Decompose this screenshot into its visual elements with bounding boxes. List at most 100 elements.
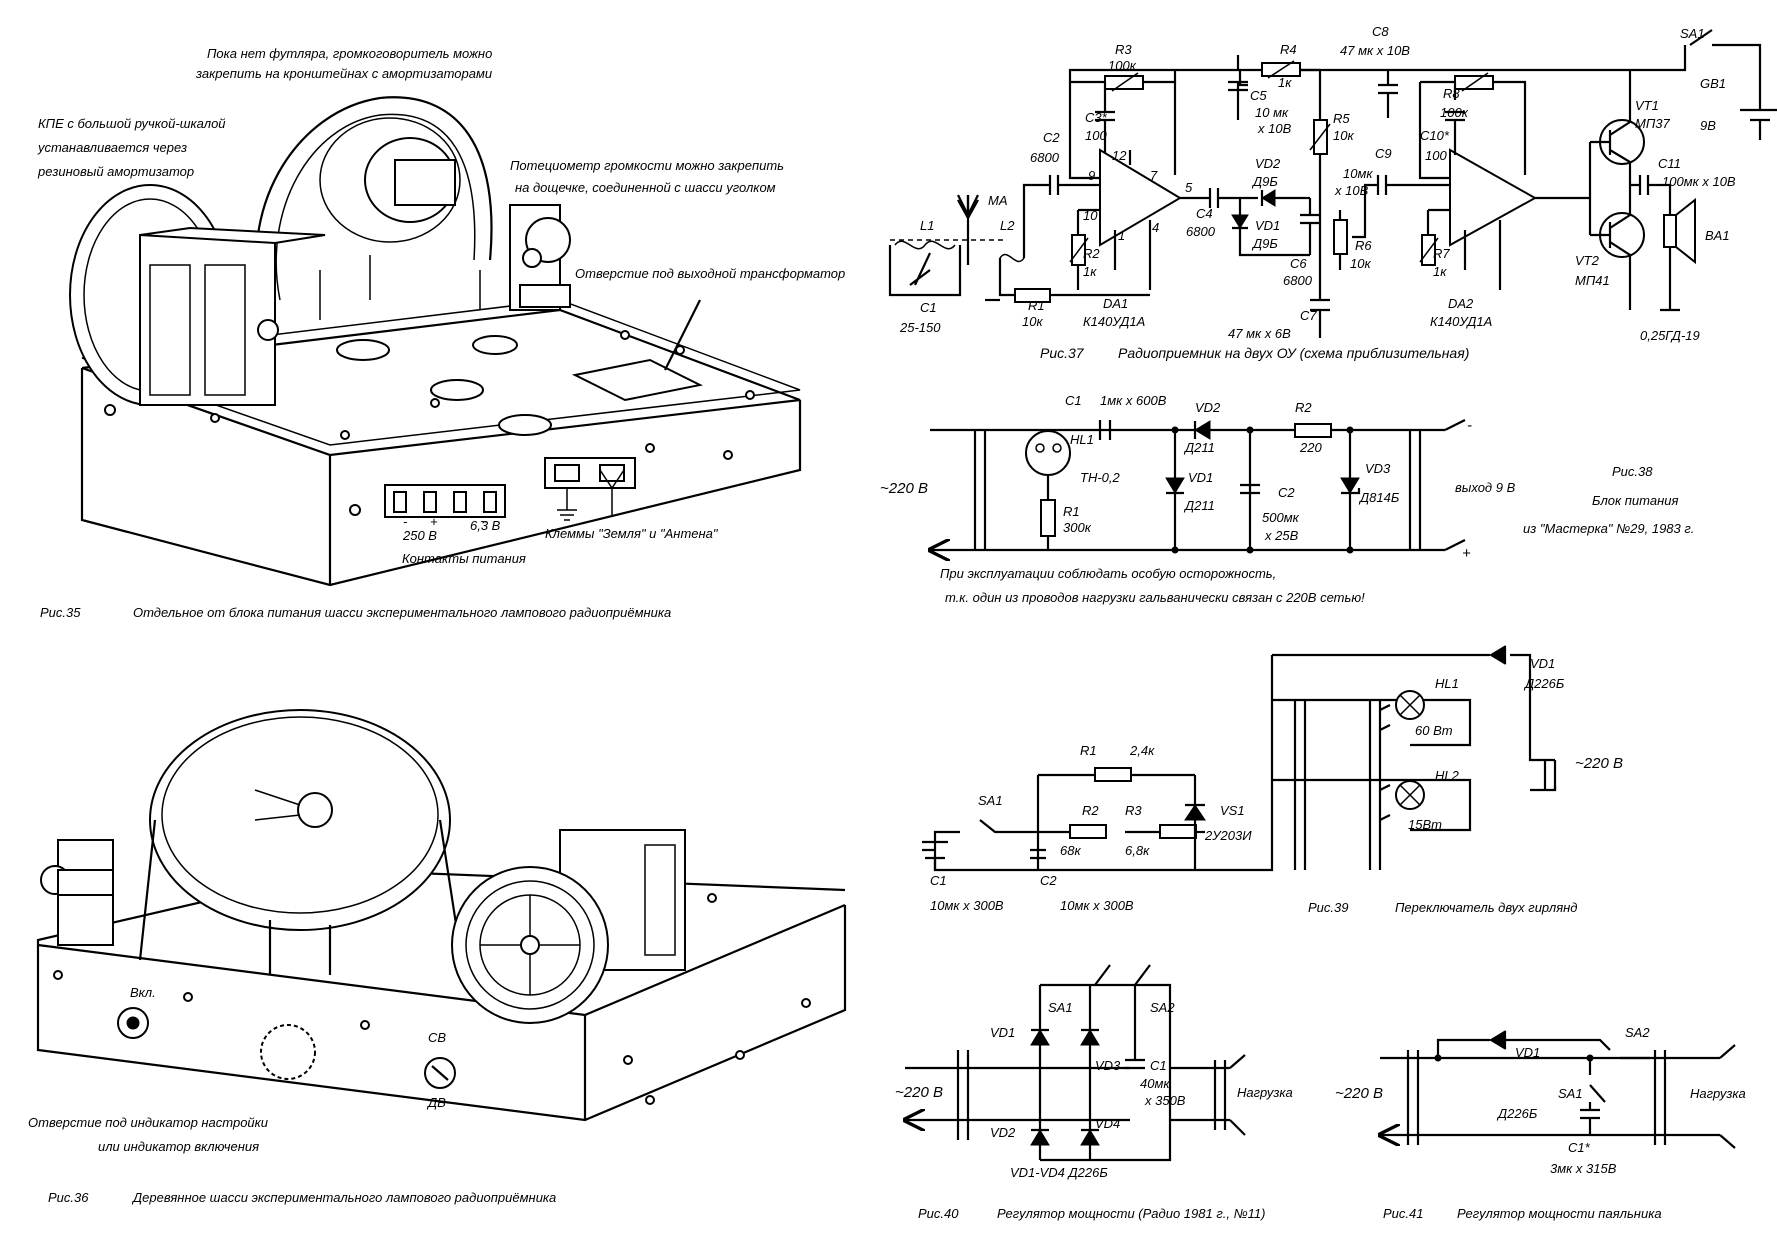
svg-text:-: -: [1467, 417, 1472, 434]
svg-text:VD1: VD1: [1255, 218, 1280, 233]
svg-text:L1: L1: [920, 218, 934, 233]
fig38-hl1: [1025, 430, 1071, 476]
fig35-note-pot-1: Потециометр громкости можно закрепить: [510, 158, 784, 173]
svg-text:x 350В: x 350В: [1144, 1093, 1186, 1108]
svg-text:9: 9: [1088, 168, 1095, 183]
svg-text:100: 100: [1085, 128, 1107, 143]
svg-text:10к: 10к: [1022, 314, 1043, 329]
svg-text:L2: L2: [1000, 218, 1015, 233]
fig37-l1: [894, 240, 956, 250]
svg-text:VD3: VD3: [1365, 461, 1391, 476]
fig35-tilde: ~: [480, 514, 488, 529]
svg-text:DA1: DA1: [1103, 296, 1128, 311]
fig35-note-speaker-1: Пока нет футляра, громкоговоритель можно: [207, 46, 492, 61]
svg-text:R5: R5: [1333, 111, 1350, 126]
svg-text:VD2: VD2: [1195, 400, 1221, 415]
svg-text:VD3: VD3: [1095, 1058, 1121, 1073]
svg-text:10мк x 300В: 10мк x 300В: [930, 898, 1004, 913]
svg-text:15Вт: 15Вт: [1408, 817, 1442, 832]
svg-text:VD2: VD2: [990, 1125, 1016, 1140]
svg-text:Регулятор мощности (Радио 1981: Регулятор мощности (Радио 1981 г., №11): [997, 1206, 1265, 1221]
fig39-r3: [1159, 824, 1197, 839]
svg-text:R7: R7: [1433, 246, 1450, 261]
svg-text:VD1: VD1: [1515, 1045, 1540, 1060]
fig35-note-kpe-2: устанавливается через: [37, 140, 187, 155]
fig38-r2: [1294, 423, 1332, 438]
fig37-antenna: [957, 194, 979, 218]
svg-text:6800: 6800: [1186, 224, 1216, 239]
fig36-drawing: [36, 709, 847, 1122]
svg-text:VT1: VT1: [1635, 98, 1659, 113]
svg-text:Переключатель двух гирлянд: Переключатель двух гирлянд: [1395, 900, 1578, 915]
svg-text:C1*: C1*: [1568, 1140, 1591, 1155]
svg-text:Д814Б: Д814Б: [1358, 490, 1400, 505]
fig38-labels: C1 1мк x 600В VD2 Д211 R2 220 HL1 ТН-0,2…: [880, 393, 1694, 605]
svg-text:SA1: SA1: [1558, 1086, 1583, 1101]
fig35-note-speaker-2: закрепить на кронштейнах с амортизаторам…: [195, 66, 492, 81]
svg-text:R6: R6: [1355, 238, 1372, 253]
fig37-da2: [1449, 148, 1538, 247]
svg-text:R1: R1: [1063, 504, 1080, 519]
svg-text:1к: 1к: [1433, 264, 1447, 279]
fig37-l2: [999, 253, 1025, 263]
svg-text:25-150: 25-150: [899, 320, 941, 335]
fig37-ba1: [1663, 214, 1677, 248]
svg-text:100: 100: [1425, 148, 1447, 163]
kpe-body: [139, 234, 276, 406]
fig35-note-kpe-3: резиновый амортизатор: [37, 164, 194, 179]
svg-text:VD1: VD1: [1530, 656, 1555, 671]
svg-text:7: 7: [1150, 168, 1158, 183]
svg-text:1к: 1к: [1278, 75, 1292, 90]
svg-text:VD4: VD4: [1095, 1116, 1120, 1131]
fig37-r6: [1333, 219, 1348, 255]
fig35-note-transformer: Отверстие под выходной трансформатор: [575, 266, 845, 281]
svg-text:Нагрузка: Нагрузка: [1690, 1086, 1746, 1101]
svg-text:Д9Б: Д9Б: [1251, 236, 1278, 251]
svg-text:Д211: Д211: [1183, 440, 1215, 455]
svg-text:~220 В: ~220 В: [1335, 1085, 1383, 1102]
svg-text:R1: R1: [1080, 743, 1097, 758]
svg-text:Рис.38: Рис.38: [1612, 464, 1653, 479]
fig35-v63: 6,3 В: [470, 518, 501, 533]
svg-text:R3: R3: [1125, 803, 1142, 818]
svg-text:C7: C7: [1300, 308, 1317, 323]
svg-text:C10*: C10*: [1420, 128, 1450, 143]
svg-text:60 Вт: 60 Вт: [1415, 723, 1453, 738]
svg-text:R2: R2: [1295, 400, 1312, 415]
fig35-note-kpe-1: КПЕ с большой ручкой-шкалой: [38, 116, 226, 131]
svg-text:Д211: Д211: [1183, 498, 1215, 513]
speaker-frame: [255, 96, 493, 301]
svg-text:10к: 10к: [1350, 256, 1371, 271]
svg-text:~220 В: ~220 В: [1575, 755, 1623, 772]
speaker-oval: [149, 709, 451, 931]
fig36-sv: СВ: [428, 1030, 446, 1045]
fig35-caption: Отдельное от блока питания шасси экспери…: [133, 605, 671, 620]
svg-text:9В: 9В: [1700, 118, 1716, 133]
ground-icon: [557, 488, 577, 521]
svg-text:C9: C9: [1375, 146, 1392, 161]
fig35-power-contacts: Контакты питания: [402, 551, 526, 566]
svg-text:1: 1: [1118, 228, 1125, 243]
svg-text:из "Мастерка" №29, 1983 г.: из "Мастерка" №29, 1983 г.: [1523, 521, 1694, 536]
svg-text:6800: 6800: [1283, 273, 1313, 288]
transformer-hole: [571, 358, 704, 402]
svg-text:SA2: SA2: [1150, 1000, 1175, 1015]
svg-text:SA1: SA1: [1048, 1000, 1073, 1015]
svg-text:Рис.40: Рис.40: [918, 1206, 959, 1221]
svg-text:Д226Б: Д226Б: [1496, 1106, 1538, 1121]
svg-text:10мк: 10мк: [1343, 166, 1373, 181]
svg-text:HL1: HL1: [1070, 432, 1094, 447]
svg-text:Блок питания: Блок питания: [1592, 493, 1678, 508]
fig38-schematic: [930, 419, 1466, 553]
svg-text:100к: 100к: [1440, 105, 1469, 120]
svg-text:SA1: SA1: [1680, 26, 1705, 41]
fig36-number: Рис.36: [48, 1190, 89, 1205]
fig35-drawing: [69, 96, 802, 587]
fig37-schematic: [888, 29, 1777, 338]
svg-text:C2: C2: [1040, 873, 1057, 888]
svg-text:1мк x 600В: 1мк x 600В: [1100, 393, 1167, 408]
svg-text:R2: R2: [1082, 803, 1099, 818]
svg-text:HL2: HL2: [1435, 768, 1460, 783]
fig35-minus: -: [403, 514, 408, 529]
